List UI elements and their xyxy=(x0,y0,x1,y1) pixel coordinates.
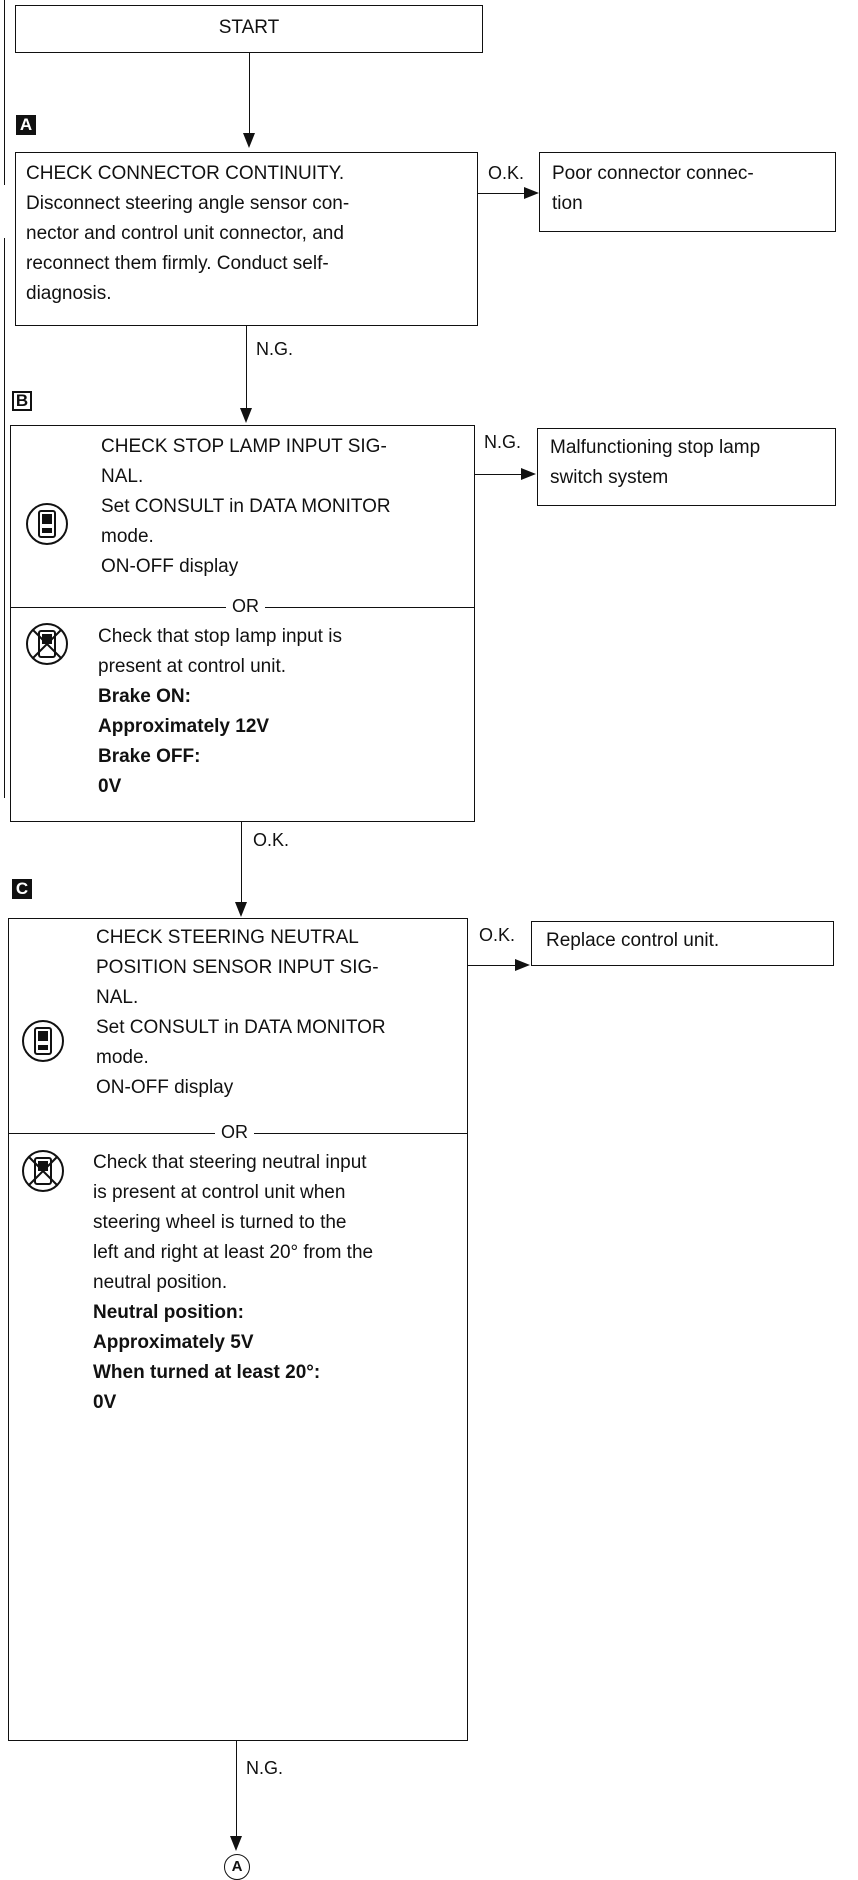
connector-c-end xyxy=(236,1741,237,1836)
no-consult-tester-icon xyxy=(26,623,68,665)
step-c-down-label: N.G. xyxy=(246,1758,284,1778)
step-c-result-line-1: Replace control unit. xyxy=(546,930,720,951)
step-b-consult-line-1: CHECK STOP LAMP INPUT SIG- xyxy=(101,436,387,457)
step-c-manual-line-2: is present at control unit when xyxy=(93,1182,346,1203)
step-tag-b: B xyxy=(12,391,32,411)
step-c-spec-1: Neutral position: xyxy=(93,1302,244,1323)
step-b-consult-line-3: Set CONSULT in DATA MONITOR xyxy=(101,496,391,517)
step-c-spec-3: When turned at least 20°: xyxy=(93,1362,321,1383)
step-b-consult-line-5: ON-OFF display xyxy=(101,556,239,577)
step-b-result-line-2: switch system xyxy=(550,467,669,488)
connector-c-right xyxy=(468,965,517,966)
arrow-b-right xyxy=(521,468,536,480)
step-a-result-line-2: tion xyxy=(552,193,583,214)
step-b-result-line-1: Malfunctioning stop lamp xyxy=(550,437,761,458)
step-b-spec-3: Brake OFF: xyxy=(98,746,201,767)
step-b-down-label: O.K. xyxy=(253,830,290,850)
step-b-manual-line-2: present at control unit. xyxy=(98,656,286,677)
step-a-line-3: nector and control unit connector, and xyxy=(26,223,344,244)
step-a-line-5: diagnosis. xyxy=(26,283,112,304)
step-b-spec-2: Approximately 12V xyxy=(98,716,270,737)
arrow-to-c xyxy=(235,902,247,917)
step-c-consult-section: CHECK STEERING NEUTRAL POSITION SENSOR I… xyxy=(96,923,386,1103)
connector-a-right xyxy=(478,193,526,194)
step-b-consult-line-2: NAL. xyxy=(101,466,144,487)
start-label: START xyxy=(218,17,280,38)
step-b-result-box: Malfunctioning stop lamp switch system xyxy=(537,428,836,506)
step-b-manual-line-1: Check that stop lamp input is xyxy=(98,626,342,647)
step-c-result-box: Replace control unit. xyxy=(531,921,834,966)
no-consult-tester-icon xyxy=(22,1150,64,1192)
step-c-consult-line-6: ON-OFF display xyxy=(96,1077,234,1098)
step-a-result-box: Poor connector connec- tion xyxy=(539,152,836,232)
step-c-consult-line-2: POSITION SENSOR INPUT SIG- xyxy=(96,957,379,978)
step-a-line-1: CHECK CONNECTOR CONTINUITY. xyxy=(26,163,345,184)
step-c-manual-line-5: neutral position. xyxy=(93,1272,228,1293)
start-box: START xyxy=(15,5,483,53)
step-c-box: CHECK STEERING NEUTRAL POSITION SENSOR I… xyxy=(8,918,468,1741)
step-b-spec-1: Brake ON: xyxy=(98,686,191,707)
step-c-spec-4: 0V xyxy=(93,1392,117,1413)
consult-tester-icon xyxy=(22,1020,64,1062)
step-c-consult-line-5: mode. xyxy=(96,1047,149,1068)
arrow-to-a xyxy=(243,133,255,148)
connector-a-b xyxy=(246,326,247,408)
step-tag-a: A xyxy=(16,115,36,135)
connector-b-right xyxy=(475,474,523,475)
step-b-right-label: N.G. xyxy=(484,432,522,452)
end-connector-a: A xyxy=(224,1854,250,1880)
margin-bar-top xyxy=(4,0,5,185)
step-c-spec-2: Approximately 5V xyxy=(93,1332,254,1353)
step-c-consult-line-1: CHECK STEERING NEUTRAL xyxy=(96,927,359,948)
step-a-line-2: Disconnect steering angle sensor con- xyxy=(26,193,350,214)
step-b-box: CHECK STOP LAMP INPUT SIG- NAL. Set CONS… xyxy=(10,425,475,822)
step-a-line-4: reconnect them firmly. Conduct self- xyxy=(26,253,329,274)
step-a-box: CHECK CONNECTOR CONTINUITY. Disconnect s… xyxy=(15,152,478,326)
step-b-manual-section: Check that stop lamp input is present at… xyxy=(98,622,342,802)
step-c-manual-line-1: Check that steering neutral input xyxy=(93,1152,367,1173)
step-a-result-line-1: Poor connector connec- xyxy=(552,163,754,184)
step-b-spec-4: 0V xyxy=(98,776,122,797)
step-c-or-label: OR xyxy=(215,1122,254,1142)
margin-bar-bottom xyxy=(4,238,5,798)
step-a-right-label: O.K. xyxy=(488,163,525,183)
step-b-consult-section: CHECK STOP LAMP INPUT SIG- NAL. Set CONS… xyxy=(101,432,391,582)
arrow-to-b xyxy=(240,408,252,423)
connector-start-a xyxy=(249,53,250,133)
step-c-consult-line-4: Set CONSULT in DATA MONITOR xyxy=(96,1017,386,1038)
step-c-consult-line-3: NAL. xyxy=(96,987,139,1008)
step-c-manual-line-3: steering wheel is turned to the xyxy=(93,1212,347,1233)
step-b-or-label: OR xyxy=(226,596,265,616)
arrow-c-right xyxy=(515,959,530,971)
arrow-a-right xyxy=(524,187,539,199)
step-c-manual-line-4: left and right at least 20° from the xyxy=(93,1242,374,1263)
consult-tester-icon xyxy=(26,503,68,545)
step-tag-c: C xyxy=(12,879,32,899)
step-c-right-label: O.K. xyxy=(479,925,516,945)
step-c-manual-section: Check that steering neutral input is pre… xyxy=(93,1148,373,1418)
step-a-down-label: N.G. xyxy=(256,339,294,359)
arrow-to-end xyxy=(230,1836,242,1851)
connector-b-c xyxy=(241,822,242,902)
step-b-consult-line-4: mode. xyxy=(101,526,154,547)
